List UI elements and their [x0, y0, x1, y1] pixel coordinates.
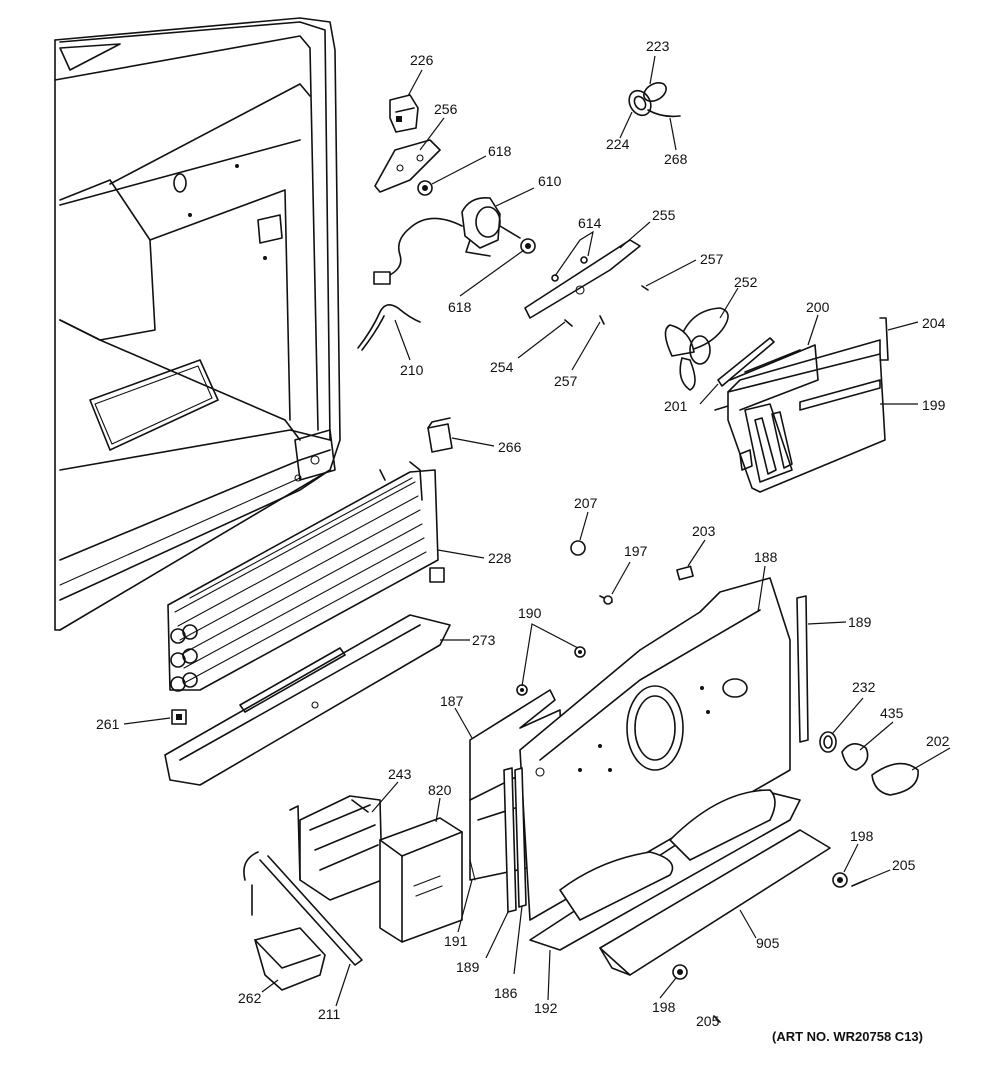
screws-205: [713, 879, 867, 1023]
evaporator-cover-199: [727, 339, 886, 493]
callout-202: 202: [926, 733, 950, 749]
callout-204: 204: [922, 315, 946, 331]
callout-205-bottom: 205: [696, 1013, 720, 1029]
callout-207: 207: [574, 495, 598, 511]
callout-254: 254: [490, 359, 514, 375]
callout-905: 905: [756, 935, 780, 951]
callout-255: 255: [652, 207, 676, 223]
bumpers-198: [672, 872, 848, 980]
callout-192: 192: [534, 1000, 558, 1016]
fill-tube-211: [243, 851, 363, 966]
callout-189-lower: 189: [456, 959, 480, 975]
heater-261: [171, 709, 187, 725]
callout-610: 610: [538, 173, 562, 189]
grommet-618-lower: [520, 238, 536, 254]
fan-blade-224-223: [628, 82, 681, 118]
callout-211: 211: [318, 1006, 341, 1022]
harness-210: [357, 304, 421, 351]
control-box-820: [379, 817, 463, 943]
callout-226: 226: [410, 52, 434, 68]
seal-189-upper: [796, 595, 809, 743]
callout-186: 186: [494, 985, 518, 1001]
fan-motor-610: [373, 196, 521, 285]
nut-207: [570, 540, 586, 556]
callout-labels: 226 256 618 610 618 210 223 224 268 614 …: [96, 38, 950, 1044]
callout-618-lower: 618: [448, 299, 472, 315]
callout-201: 201: [664, 398, 688, 414]
fan-blade-252: [664, 307, 729, 391]
bracket-262: [254, 927, 326, 991]
callout-228: 228: [488, 550, 512, 566]
cover-192: [529, 789, 801, 951]
callout-256: 256: [434, 101, 458, 117]
gasket-191: [469, 859, 476, 881]
callout-190: 190: [518, 605, 542, 621]
callout-188: 188: [754, 549, 778, 565]
callout-268: 268: [664, 151, 688, 167]
bulb-435: [841, 743, 869, 771]
bracket-256: [374, 139, 441, 193]
duct-200: [729, 344, 819, 411]
callout-198-right: 198: [850, 828, 874, 844]
callout-614: 614: [578, 215, 602, 231]
callout-198-bottom: 198: [652, 999, 676, 1015]
bracket-255: [524, 239, 641, 319]
callout-261: 261: [96, 716, 120, 732]
callout-273: 273: [472, 632, 496, 648]
cover-905: [599, 829, 831, 976]
clip-203: [676, 565, 694, 581]
callout-187: 187: [440, 693, 464, 709]
callout-257-lower: 257: [554, 373, 578, 389]
screw-243: [351, 799, 369, 813]
relay-226: [389, 94, 419, 133]
grommet-618-upper: [417, 180, 433, 196]
callout-266: 266: [498, 439, 522, 455]
callout-197: 197: [624, 543, 648, 559]
callout-210: 210: [400, 362, 424, 378]
callout-224: 224: [606, 136, 630, 152]
evaporator-coil-228: [167, 461, 445, 692]
callout-252: 252: [734, 274, 758, 290]
callout-200: 200: [806, 299, 830, 315]
bracket-204: [879, 317, 889, 361]
callout-435: 435: [880, 705, 904, 721]
freezer-liner: [54, 17, 341, 631]
lamp-socket-232: [819, 731, 837, 753]
fitting-266: [427, 417, 453, 453]
callout-232: 232: [852, 679, 876, 695]
callout-189-upper: 189: [848, 614, 872, 630]
callout-205-right: 205: [892, 857, 916, 873]
callout-223: 223: [646, 38, 670, 54]
leader-lines: [123, 55, 951, 1007]
seal-189-lower: [503, 767, 517, 913]
callout-618-upper: 618: [488, 143, 512, 159]
callout-262: 262: [238, 990, 262, 1006]
lens-202: [871, 762, 919, 796]
callout-199: 199: [922, 397, 946, 413]
screws-254-257: [564, 285, 649, 327]
screw-197: [599, 595, 613, 605]
callout-820: 820: [428, 782, 452, 798]
art-number: (ART NO. WR20758 C13): [772, 1029, 923, 1044]
callout-257-upper: 257: [700, 251, 724, 267]
callout-243: 243: [388, 766, 412, 782]
drain-pan-273: [164, 614, 451, 786]
callout-191: 191: [444, 933, 468, 949]
plates-201: [714, 337, 775, 411]
callout-203: 203: [692, 523, 716, 539]
gasket-186: [514, 767, 527, 908]
